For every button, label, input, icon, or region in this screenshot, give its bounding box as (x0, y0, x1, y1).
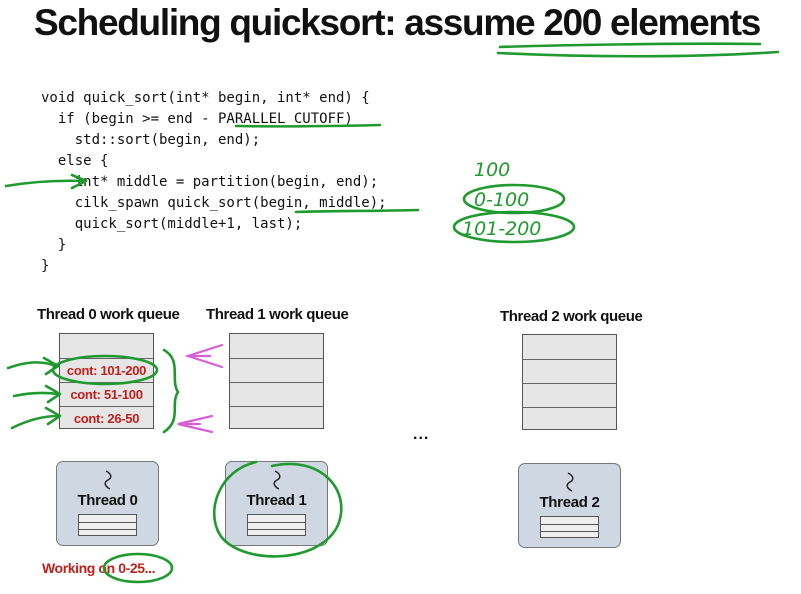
queue-slot (523, 407, 616, 429)
continuation-item: cont: 101-200 (66, 363, 147, 378)
range-oval-mark (452, 210, 576, 244)
queue-arrow-mark (44, 384, 62, 404)
thread-squiggle-icon (273, 470, 281, 490)
work-queue-thread-2 (522, 334, 617, 430)
work-queue-thread-1 (229, 333, 324, 429)
queue-arrow-mark (42, 356, 60, 376)
steal-arrow-mark (184, 343, 224, 369)
queue-arrow-mark (6, 361, 58, 370)
steal-arrow-mark (177, 414, 214, 434)
queue-slot (60, 334, 153, 358)
code-line: quick_sort(middle+1, last); (41, 216, 303, 232)
thread-stack-icon (247, 514, 306, 536)
range-oval-mark (462, 183, 566, 215)
queue-slot: cont: 101-200 (60, 358, 153, 382)
code-line: cilk_spawn quick_sort(begin, middle); (41, 195, 387, 211)
thread-box-1: Thread 1 (225, 461, 328, 546)
continuation-item: cont: 26-50 (73, 411, 140, 426)
slide-title: Scheduling quicksort: assume 200 element… (34, 2, 761, 43)
queue-slot (230, 382, 323, 406)
handwritten-range: 0-100 (474, 189, 529, 211)
queue-slot: cont: 26-50 (60, 406, 153, 428)
queue-slot: cont: 51-100 (60, 382, 153, 406)
queue-label-thread-1: Thread 1 work queue (206, 306, 349, 323)
ellipsis: ... (413, 426, 430, 443)
thread-box-0: Thread 0 (56, 461, 159, 546)
code-line: else { (41, 153, 109, 169)
queue-arrow-mark (44, 406, 62, 426)
queue-arrow-mark (10, 414, 60, 430)
code-block: void quick_sort(int* begin, int* end) { … (41, 88, 387, 277)
thread-label: Thread 1 (246, 492, 307, 509)
queue-slot (523, 359, 616, 383)
title-underline-mark (498, 42, 762, 49)
code-line: } (41, 237, 67, 253)
queue-slot (230, 334, 323, 358)
queue-slot (230, 358, 323, 382)
thread-label: Thread 0 (77, 492, 138, 509)
code-line: void quick_sort(int* begin, int* end) { (41, 90, 370, 106)
queue-slot (230, 406, 323, 428)
code-line: std::sort(begin, end); (41, 132, 261, 148)
thread-squiggle-icon (104, 470, 112, 490)
thread-squiggle-icon (566, 472, 574, 492)
title-underline-mark (496, 50, 780, 58)
queue-label-thread-2: Thread 2 work queue (500, 308, 643, 325)
working-status: Working on 0-25... (42, 560, 156, 576)
queue-brace-mark (162, 348, 180, 434)
queue-label-thread-0: Thread 0 work queue (37, 306, 180, 323)
queue-slot (523, 383, 616, 407)
work-queue-thread-0: cont: 101-200 cont: 51-100 cont: 26-50 (59, 333, 154, 429)
thread-stack-icon (540, 516, 599, 538)
code-line: int* middle = partition(begin, end); (41, 174, 379, 190)
thread-label: Thread 2 (539, 494, 600, 511)
thread-box-2: Thread 2 (518, 463, 621, 548)
code-line: } (41, 258, 50, 274)
queue-slot (523, 335, 616, 359)
queue-arrow-mark (12, 391, 60, 398)
handwritten-range: 101-200 (462, 218, 541, 240)
handwritten-total: 100 (474, 159, 510, 181)
thread-stack-icon (78, 514, 137, 536)
continuation-item: cont: 51-100 (70, 387, 143, 402)
code-line: if (begin >= end - PARALLEL_CUTOFF) (41, 111, 353, 127)
